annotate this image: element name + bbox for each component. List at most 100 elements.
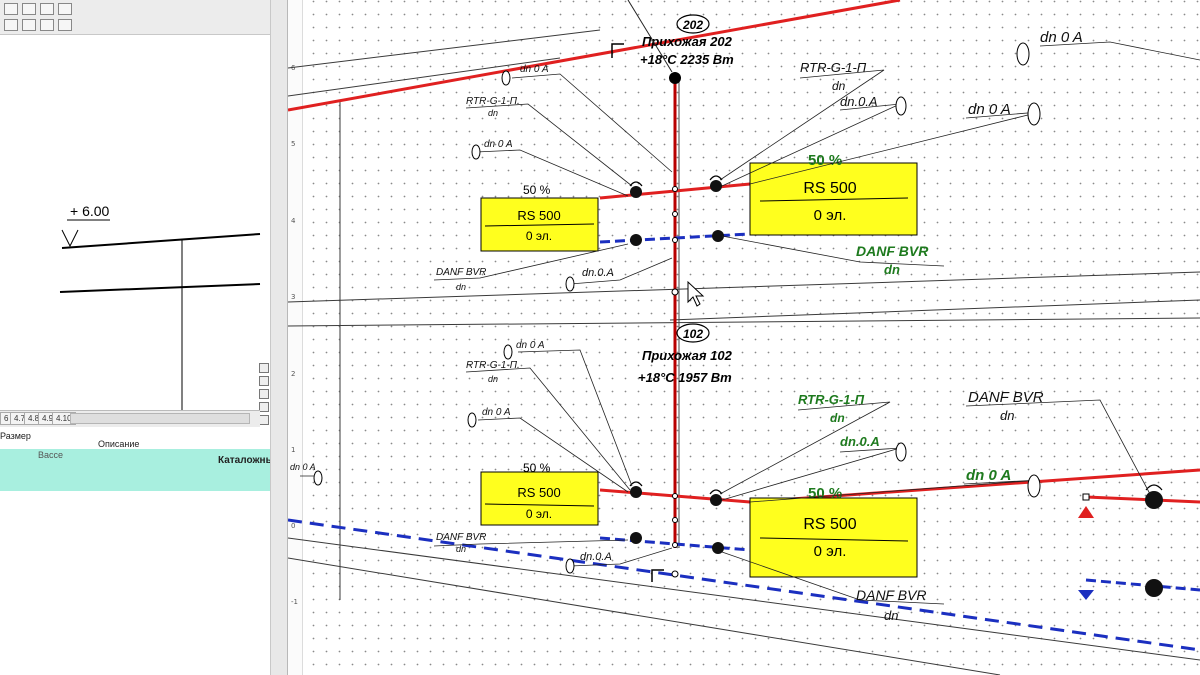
- radiator-percent: 50 %: [523, 183, 551, 197]
- tool-button[interactable]: [259, 376, 269, 386]
- svg-text:dn 0 A: dn 0 A: [1040, 29, 1083, 46]
- svg-text:dn.0.A: dn.0.A: [840, 434, 880, 449]
- svg-text:dn 0 A: dn 0 A: [484, 139, 513, 150]
- column-header-description[interactable]: Описание: [98, 439, 140, 449]
- svg-text:DANF BVR: DANF BVR: [856, 587, 927, 603]
- toolbar-button[interactable]: [40, 19, 54, 31]
- toolbar-button[interactable]: [22, 3, 36, 15]
- radiator-lower-right[interactable]: RS 500 0 эл. 50 %: [749, 485, 918, 578]
- svg-text:dn 0 A: dn 0 A: [482, 407, 511, 418]
- heating-schematic: 202 Прихожая 202 +18°C 2235 Вт 102 Прихо…: [288, 0, 1200, 675]
- radiator-elements: 0 эл.: [814, 207, 847, 224]
- column-header-size[interactable]: Размер: [0, 431, 31, 441]
- radiator-elements: 0 эл.: [526, 229, 552, 243]
- ruler-tick: 5: [291, 140, 296, 148]
- radiator-model: RS 500: [517, 208, 560, 223]
- floor-line: [61, 233, 261, 249]
- room-number: 202: [682, 18, 703, 32]
- mouse-cursor-icon: [687, 280, 705, 307]
- toolbar-button[interactable]: [58, 19, 72, 31]
- tool-button[interactable]: [259, 415, 269, 425]
- room-info: +18°C 1957 Вт: [638, 370, 732, 385]
- radiator-elements: 0 эл.: [814, 543, 847, 560]
- radiator-percent: 50 %: [808, 485, 842, 502]
- sheet-tab[interactable]: 6: [0, 412, 13, 425]
- svg-text:dn 0 A: dn 0 A: [520, 64, 549, 75]
- radiator-model: RS 500: [517, 485, 560, 500]
- svg-text:dn 0 A: dn 0 A: [968, 101, 1011, 118]
- svg-text:dn: dn: [884, 262, 900, 277]
- svg-text:DANF BVR: DANF BVR: [856, 243, 929, 259]
- radiator-percent: 50 %: [523, 461, 551, 475]
- radiator-lower-left[interactable]: RS 500 0 эл. 50 %: [480, 461, 599, 526]
- scroll-down-button[interactable]: [259, 363, 269, 373]
- table-cell: Вассе: [38, 450, 64, 460]
- svg-text:dn: dn: [488, 374, 498, 384]
- radiator-upper-left[interactable]: RS 500 0 эл. 50 %: [480, 183, 599, 252]
- toolbar-button[interactable]: [4, 19, 18, 31]
- tool-button[interactable]: [259, 402, 269, 412]
- svg-text:RTR-G-1-П.: RTR-G-1-П.: [466, 360, 520, 371]
- table-row[interactable]: Вассе Каталожный: [0, 449, 270, 491]
- toolbar-button[interactable]: [58, 3, 72, 15]
- room-number: 102: [683, 327, 703, 341]
- sheet-tabs: 6 4.7 4.8 4.9 4.10: [0, 410, 260, 428]
- ruler-tick: 4: [291, 217, 296, 225]
- svg-text:dn: dn: [456, 544, 466, 554]
- svg-text:dn 0 A: dn 0 A: [290, 462, 316, 472]
- table-header: Размер Описание: [0, 427, 270, 450]
- elevation-label: + 6.00: [70, 203, 110, 219]
- svg-text:dn: dn: [456, 282, 466, 292]
- annotation-labels: dn 0 A RTR-G-1-П. dn dn 0 A DANF BVR dn …: [290, 29, 1083, 623]
- svg-text:dn.0.A: dn.0.A: [840, 94, 878, 109]
- svg-text:dn: dn: [488, 108, 498, 118]
- svg-text:RTR-G-1-П: RTR-G-1-П: [798, 392, 865, 407]
- svg-text:dn.0.A: dn.0.A: [580, 551, 612, 563]
- structure-lines: [288, 29, 1200, 675]
- svg-text:dn: dn: [1000, 408, 1014, 423]
- svg-text:dn.0.A: dn.0.A: [582, 267, 614, 279]
- elevation-view: + 6.00: [59, 203, 261, 424]
- tool-button[interactable]: [259, 389, 269, 399]
- radiator-elements: 0 эл.: [526, 507, 552, 521]
- svg-text:dn 0 A: dn 0 A: [516, 340, 545, 351]
- room-name: Прихожая 202: [642, 34, 733, 49]
- radiator-upper-right[interactable]: RS 500 0 эл. 50 %: [749, 152, 918, 236]
- room-marker-202[interactable]: 202 Прихожая 202 +18°C 2235 Вт: [640, 14, 734, 67]
- ruler-tick: 2: [291, 370, 296, 378]
- table-cell: Каталожный: [218, 455, 270, 466]
- supply-main: [288, 0, 901, 112]
- svg-text:RTR-G-1-П: RTR-G-1-П: [800, 60, 867, 75]
- pane-splitter[interactable]: [270, 0, 288, 675]
- left-pane: + 6.00 6 4.7 4.8 4.9 4.10 Размер Описани…: [0, 0, 270, 675]
- svg-text:DANF BVR: DANF BVR: [436, 267, 486, 278]
- floor-line: [59, 283, 261, 293]
- radiator-model: RS 500: [803, 180, 856, 197]
- svg-text:DANF BVR: DANF BVR: [968, 389, 1044, 406]
- svg-text:dn: dn: [830, 411, 845, 425]
- ruler-tick: -1: [291, 598, 298, 606]
- toolbar-button[interactable]: [4, 3, 18, 15]
- svg-text:RTR-G-1-П.: RTR-G-1-П.: [466, 96, 520, 107]
- sheet-tab[interactable]: 4.10: [52, 412, 76, 425]
- toolbar-button[interactable]: [40, 3, 54, 15]
- ruler-tick: 3: [291, 293, 296, 301]
- radiator-percent: 50 %: [808, 152, 842, 169]
- horizontal-scrollbar[interactable]: [70, 413, 250, 424]
- ruler-tick: 6: [291, 64, 296, 72]
- valve-icons[interactable]: [630, 180, 1163, 597]
- room-marker-102[interactable]: 102 Прихожая 102 +18°C 1957 Вт: [638, 323, 733, 385]
- room-info: +18°C 2235 Вт: [640, 52, 734, 67]
- drawing-canvas[interactable]: 6 5 4 3 2 1 0 -1: [288, 0, 1200, 675]
- svg-text:dn 0 A: dn 0 A: [966, 467, 1011, 484]
- radiator-model: RS 500: [803, 516, 856, 533]
- balancing-valve-icons[interactable]: [313, 42, 1041, 574]
- left-toolbar: [0, 0, 270, 35]
- ruler-tick: 1: [291, 446, 296, 454]
- toolbar-button[interactable]: [22, 19, 36, 31]
- vertical-ruler: 6 5 4 3 2 1 0 -1: [288, 0, 303, 675]
- svg-text:dn: dn: [832, 79, 846, 93]
- svg-text:dn: dn: [884, 608, 898, 623]
- ruler-tick: 0: [291, 522, 296, 530]
- svg-text:DANF BVR: DANF BVR: [436, 532, 486, 543]
